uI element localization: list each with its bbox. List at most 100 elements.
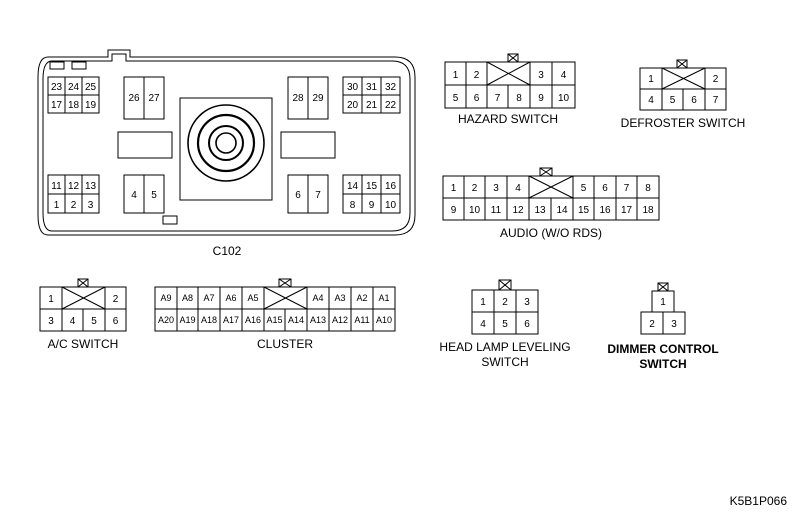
pin-label: A13 [310,315,326,325]
pin-label: 29 [312,93,324,104]
pin-label: A8 [182,293,193,303]
pin-label: 1 [453,70,459,81]
pin-label: A10 [376,315,392,325]
connector-line [539,167,553,177]
connector-hazard-switch: 1 2 3 4 5 6 7 8 9 10 HAZARD SWITCH [444,53,576,126]
pin-label: 24 [68,82,80,93]
pin-label: 1 [480,297,486,308]
pin-label: 18 [642,205,654,216]
pin-label: 10 [469,205,481,216]
connector-label-hazard: HAZARD SWITCH [458,112,558,126]
pin-cell [307,174,329,214]
pin-label: A9 [160,293,171,303]
c102-cavity-blank [117,131,173,159]
pin-label: 11 [491,205,502,216]
connector-line [661,67,706,90]
c102-bolt-hole [187,104,265,182]
pin-label: 6 [524,319,530,330]
c102-key-tab [71,61,87,70]
pin-label: 7 [495,93,501,104]
pin-label: 4 [648,95,654,106]
pin-label: A5 [247,293,258,303]
pin-label: 1 [451,183,457,194]
pin-label: 30 [347,82,359,93]
pin-label: 2 [713,74,719,85]
pin-label: 4 [515,183,521,194]
pin-label: 32 [385,82,397,93]
pin-cell [143,174,165,214]
pin-label: 14 [556,205,568,216]
pin-cell [81,193,100,214]
pin-label: 1 [648,74,654,85]
pin-label: 7 [713,95,719,106]
pin-label: A4 [312,293,323,303]
connector-line [486,61,531,86]
pin-label: 6 [113,316,119,327]
pin-label: 5 [581,183,587,194]
connector-ac-switch: 1 2 3 4 5 6 A/C SWITCH [39,278,127,351]
pin-label: 28 [292,93,304,104]
connector-label-c102: C102 [213,244,242,258]
pin-label: 3 [88,200,94,211]
c102-key-tab [162,215,178,225]
pin-label: 12 [68,181,80,192]
pin-label: 17 [621,205,633,216]
connector-line [676,59,688,69]
connector-line [498,279,512,291]
c102-bolt-hole [208,125,244,161]
pin-label: A12 [332,315,348,325]
connector-line [507,53,519,63]
pin-label: A17 [223,315,239,325]
connector-defroster-switch: 1 2 4 5 6 7 DEFROSTER SWITCH [621,59,746,130]
pin-label: 10 [558,93,570,104]
pin-label: 3 [538,70,544,81]
pin-label: 5 [453,93,459,104]
pin-label: 1 [660,297,666,308]
pin-label: 9 [538,93,544,104]
pin-label: A18 [201,315,217,325]
connector-line [263,286,308,310]
pin-label: 19 [85,100,97,111]
pin-label: 23 [51,82,63,93]
connector-line [77,278,89,288]
pin-label: 3 [493,183,499,194]
connector-label-cluster: CLUSTER [257,337,313,351]
pin-label: 2 [502,297,508,308]
pin-label: 31 [366,82,378,93]
connector-dimmer-control-switch: 1 2 3 DIMMER CONTROL SWITCH [607,282,719,371]
pin-label: 3 [524,297,530,308]
pin-label: 1 [54,200,60,211]
pin-label: 16 [385,181,397,192]
pin-label: A20 [158,315,174,325]
c102-bolt-hole [196,113,256,173]
pin-label: 12 [512,205,524,216]
pin-label: 2 [113,294,119,305]
pin-cell [81,94,100,114]
pin-label: 21 [366,100,378,111]
connector-label-dimmer-1: DIMMER CONTROL [607,342,718,356]
pin-label: 8 [350,200,356,211]
pin-cell [143,76,165,120]
c102-center-mount [179,97,273,201]
c102-key-tab [49,61,65,70]
pin-label: 6 [295,190,301,201]
pin-label: 10 [385,200,397,211]
pin-label: 4 [131,190,137,201]
connector-cluster: A9 A8 A7 A6 A5 A4 A3 A2 A1 A20 A19 A18 A… [154,278,396,351]
pin-label: 2 [472,183,478,194]
pin-label: 3 [48,316,54,327]
pin-cell [380,193,401,214]
pin-label: 4 [70,316,76,327]
pin-label: A7 [203,293,214,303]
c102-outline [37,49,416,236]
pin-label: 2 [649,319,655,330]
connector-line [278,278,292,288]
pin-label: 2 [474,70,480,81]
pin-label: 11 [51,181,62,192]
connector-label-defroster: DEFROSTER SWITCH [621,116,746,130]
pin-label: A16 [245,315,261,325]
pin-label: A2 [356,293,367,303]
pin-cell [307,76,329,120]
pin-label: 13 [85,181,97,192]
connector-line [528,175,574,199]
